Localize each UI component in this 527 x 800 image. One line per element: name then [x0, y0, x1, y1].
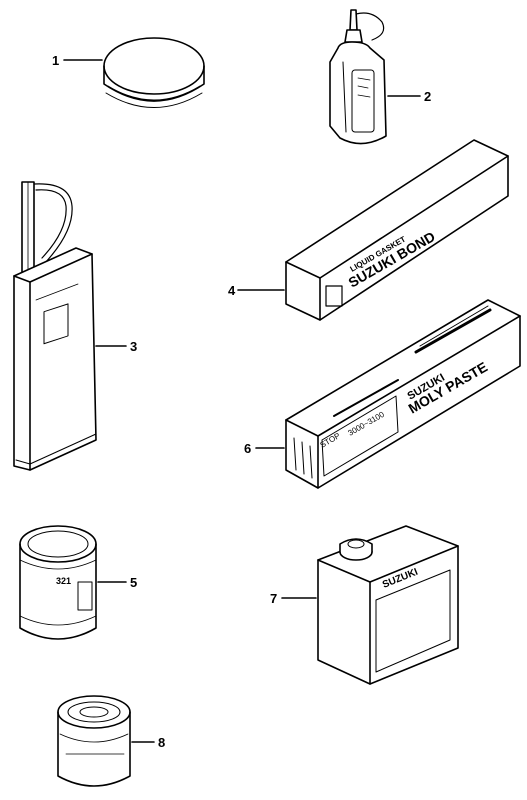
part-5-tin-can: 321 5	[19, 525, 137, 640]
part-3-tall-spout-can: 3	[13, 181, 137, 471]
part-6-moly-paste-box: SUZUKI MOLY PASTE STOP 3000~3100 6	[244, 299, 521, 489]
part-1-grease-lid: 1	[52, 37, 205, 108]
part-7-square-can: SUZUKI 7	[270, 525, 459, 685]
part-8-small-tin: 8	[57, 695, 165, 787]
callout-5: 5	[130, 575, 137, 590]
tin5-code: 321	[56, 576, 71, 586]
callout-8: 8	[158, 735, 165, 750]
part-2-oil-bottle: 2	[329, 9, 431, 145]
callout-6: 6	[244, 441, 251, 456]
callout-1: 1	[52, 53, 59, 68]
part-4-bond-box: LIQUID GASKET SUZUKI BOND 4	[228, 139, 509, 321]
callout-2: 2	[424, 89, 431, 104]
callout-4: 4	[228, 283, 236, 298]
callout-7: 7	[270, 591, 277, 606]
callout-3: 3	[130, 339, 137, 354]
